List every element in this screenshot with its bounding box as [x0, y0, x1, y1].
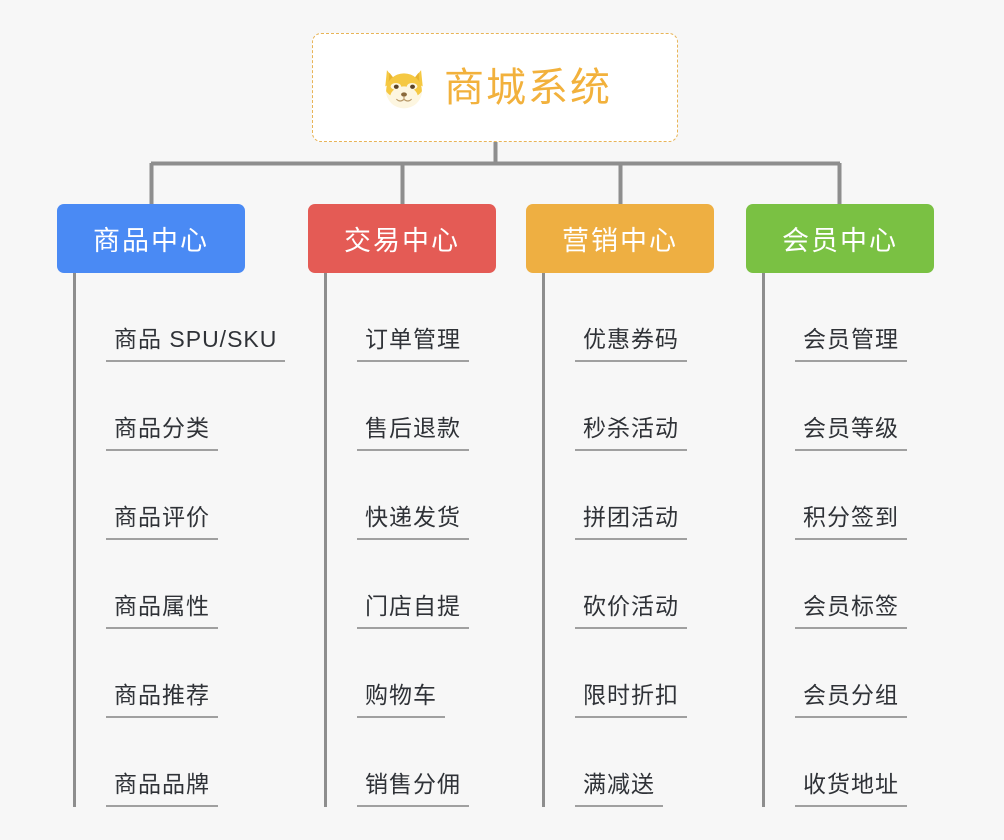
branch-column-trade: 交易中心订单管理售后退款快递发货门店自提购物车销售分佣 — [308, 204, 496, 807]
leaf-item[interactable]: 积分签到 — [765, 451, 934, 540]
leaf-item[interactable]: 会员等级 — [765, 362, 934, 451]
leaf-item[interactable]: 商品评价 — [76, 451, 245, 540]
leaf-item[interactable]: 拼团活动 — [545, 451, 714, 540]
leaf-item[interactable]: 优惠券码 — [545, 273, 714, 362]
leaf-item-label: 会员管理 — [795, 325, 907, 362]
leaf-item-label: 商品属性 — [106, 592, 218, 629]
leaf-item-label: 售后退款 — [357, 414, 469, 451]
leaf-item[interactable]: 会员标签 — [765, 540, 934, 629]
leaf-item-label: 积分签到 — [795, 503, 907, 540]
branch-column-marketing: 营销中心优惠券码秒杀活动拼团活动砍价活动限时折扣满减送 — [526, 204, 714, 807]
leaf-item-label: 优惠券码 — [575, 325, 687, 362]
root-title: 商城系统 — [444, 65, 612, 110]
leaf-list-marketing: 优惠券码秒杀活动拼团活动砍价活动限时折扣满减送 — [542, 273, 714, 807]
leaf-item-label: 限时折扣 — [575, 681, 687, 718]
shiba-dog-face-icon — [385, 69, 423, 108]
leaf-item-label: 购物车 — [357, 681, 445, 718]
leaf-item[interactable]: 商品分类 — [76, 362, 245, 451]
branch-head-marketing[interactable]: 营销中心 — [526, 204, 714, 273]
leaf-item-label: 门店自提 — [357, 592, 469, 629]
leaf-item[interactable]: 购物车 — [327, 629, 496, 718]
leaf-item-label: 快递发货 — [357, 503, 469, 540]
leaf-item-label: 满减送 — [575, 770, 663, 807]
root-node[interactable]: 商城系统 — [312, 33, 678, 142]
leaf-item[interactable]: 门店自提 — [327, 540, 496, 629]
leaf-item-label: 商品 SPU/SKU — [106, 325, 286, 362]
leaf-item[interactable]: 订单管理 — [327, 273, 496, 362]
leaf-item[interactable]: 商品品牌 — [76, 718, 245, 807]
branch-head-trade[interactable]: 交易中心 — [308, 204, 496, 273]
branch-head-products[interactable]: 商品中心 — [57, 204, 245, 273]
branch-column-products: 商品中心商品 SPU/SKU 商品分类商品评价商品属性商品推荐商品品牌 — [57, 204, 286, 807]
leaf-list-members: 会员管理会员等级积分签到会员标签会员分组收货地址 — [762, 273, 934, 807]
leaf-item-label: 会员标签 — [795, 592, 907, 629]
leaf-item-label: 订单管理 — [357, 325, 469, 362]
leaf-list-products: 商品 SPU/SKU 商品分类商品评价商品属性商品推荐商品品牌 — [73, 273, 286, 807]
leaf-item-label: 拼团活动 — [575, 503, 687, 540]
leaf-item[interactable]: 收货地址 — [765, 718, 934, 807]
leaf-item[interactable]: 会员分组 — [765, 629, 934, 718]
branch-head-label: 交易中心 — [344, 226, 460, 256]
leaf-item[interactable]: 销售分佣 — [327, 718, 496, 807]
leaf-item[interactable]: 限时折扣 — [545, 629, 714, 718]
branch-head-label: 营销中心 — [562, 226, 678, 256]
leaf-item-label: 商品推荐 — [106, 681, 218, 718]
leaf-item-label: 会员分组 — [795, 681, 907, 718]
branch-column-members: 会员中心会员管理会员等级积分签到会员标签会员分组收货地址 — [746, 204, 934, 807]
leaf-item[interactable]: 会员管理 — [765, 273, 934, 362]
leaf-item-label: 商品评价 — [106, 503, 218, 540]
leaf-item-label: 销售分佣 — [357, 770, 469, 807]
leaf-item[interactable]: 砍价活动 — [545, 540, 714, 629]
leaf-item-label: 商品分类 — [106, 414, 218, 451]
leaf-item[interactable]: 满减送 — [545, 718, 714, 807]
leaf-item[interactable]: 快递发货 — [327, 451, 496, 540]
branch-head-label: 会员中心 — [782, 226, 898, 256]
leaf-item-label: 砍价活动 — [575, 592, 687, 629]
leaf-item[interactable]: 商品推荐 — [76, 629, 245, 718]
leaf-item[interactable]: 售后退款 — [327, 362, 496, 451]
leaf-item-label: 收货地址 — [795, 770, 907, 807]
leaf-item-label: 秒杀活动 — [575, 414, 687, 451]
leaf-item[interactable]: 秒杀活动 — [545, 362, 714, 451]
branch-head-label: 商品中心 — [93, 226, 209, 256]
leaf-item-label: 商品品牌 — [106, 770, 218, 807]
branch-head-members[interactable]: 会员中心 — [746, 204, 934, 273]
leaf-item-label: 会员等级 — [795, 414, 907, 451]
leaf-item[interactable]: 商品属性 — [76, 540, 245, 629]
leaf-item[interactable]: 商品 SPU/SKU — [76, 273, 286, 362]
leaf-list-trade: 订单管理售后退款快递发货门店自提购物车销售分佣 — [324, 273, 496, 807]
